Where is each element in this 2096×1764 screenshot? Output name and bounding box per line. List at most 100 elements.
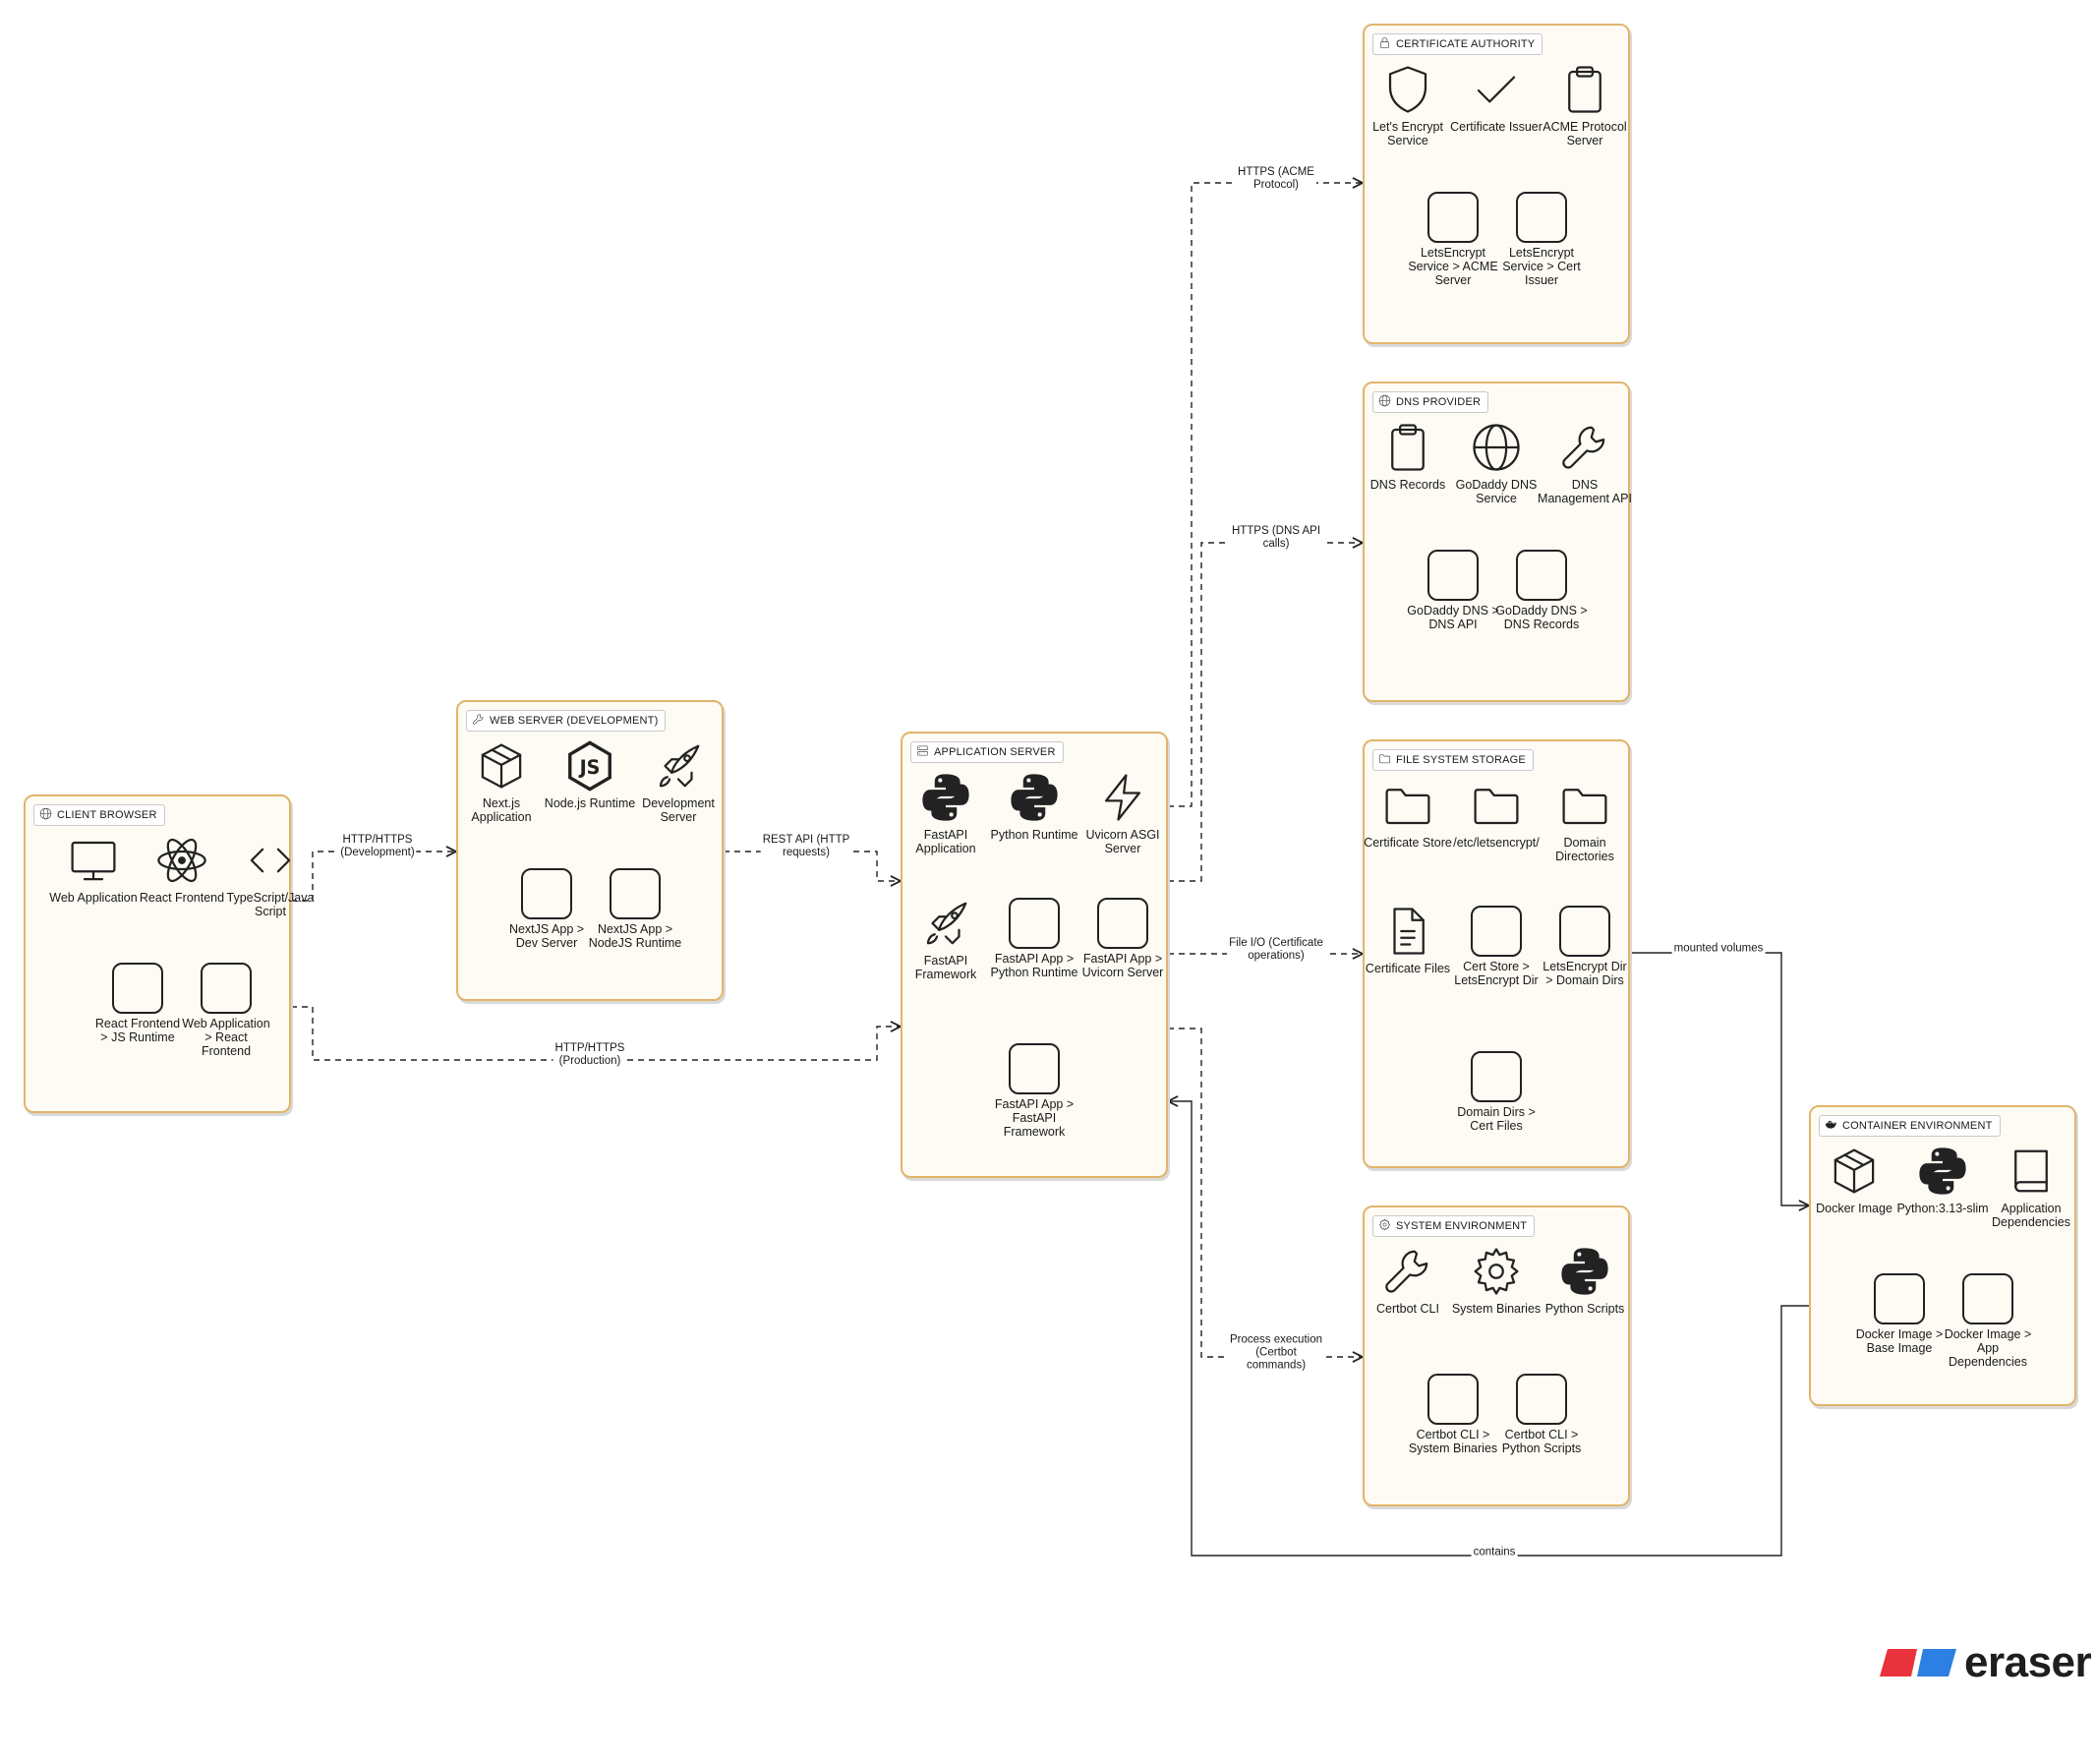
blank-box-icon xyxy=(1471,1051,1522,1102)
node-domain-directories[interactable]: Domain Directories xyxy=(1538,777,1632,863)
node-certificate-files[interactable]: Certificate Files xyxy=(1361,903,1455,975)
node-certbot-cli-system-binaries[interactable]: Certbot CLI > System Binaries xyxy=(1406,1371,1500,1455)
node-letsencrypt-service-cert-issuer[interactable]: LetsEncrypt Service > Cert Issuer xyxy=(1494,189,1589,287)
node-fastapi-app-uvicorn-server[interactable]: FastAPI App > Uvicorn Server xyxy=(1076,895,1170,979)
node-nextjs-app-dev-server[interactable]: NextJS App > Dev Server xyxy=(499,865,594,950)
group-title-text: DNS PROVIDER xyxy=(1396,396,1482,408)
gear-icon xyxy=(1378,1218,1391,1234)
globe-icon xyxy=(1378,394,1391,410)
clipboard-icon xyxy=(1556,61,1613,118)
node-godaddy-dns-service[interactable]: GoDaddy DNS Service xyxy=(1449,419,1543,505)
rocket-icon xyxy=(650,737,707,794)
node-uvicorn-asgi-server[interactable]: Uvicorn ASGI Server xyxy=(1076,769,1170,855)
node-dns-management-api[interactable]: DNS Management API xyxy=(1538,419,1632,505)
globe-icon xyxy=(39,807,52,823)
node-docker-image-base-image[interactable]: Docker Image > Base Image xyxy=(1852,1270,1947,1355)
node-domain-dirs-cert-files[interactable]: Domain Dirs > Cert Files xyxy=(1449,1048,1543,1133)
node-label: FastAPI App > FastAPI Framework xyxy=(994,1097,1075,1139)
node-etc-letsencrypt[interactable]: /etc/letsencrypt/ xyxy=(1449,777,1543,850)
node-python-runtime[interactable]: Python Runtime xyxy=(987,769,1081,842)
node-fastapi-framework[interactable]: FastAPI Framework xyxy=(899,895,993,981)
node-letsencrypt-dir-domain-dirs[interactable]: LetsEncrypt Dir > Domain Dirs xyxy=(1538,903,1632,987)
group-title-text: CONTAINER ENVIRONMENT xyxy=(1842,1120,1993,1132)
group-dns[interactable]: DNS PROVIDER DNS Records GoDaddy DNS Servi… xyxy=(1361,382,1632,702)
node-typescript-javascript[interactable]: TypeScript/JavaScript xyxy=(223,832,318,918)
edge-e5 xyxy=(1168,543,1363,882)
node-godaddy-dns-dns-api[interactable]: GoDaddy DNS > DNS API xyxy=(1406,547,1500,631)
wrench-icon xyxy=(1556,419,1613,476)
node-label: Python Scripts xyxy=(1544,1302,1625,1316)
node-docker-image-app-dependencies[interactable]: Docker Image > App Dependencies xyxy=(1941,1270,2035,1369)
node-label: FastAPI Application xyxy=(915,828,976,855)
eraser-logo-text: eraser xyxy=(1964,1638,2092,1686)
shield-icon xyxy=(1379,61,1436,118)
blank-box-icon xyxy=(1516,1374,1567,1425)
edge-label-e2: HTTP/HTTPS (Production) xyxy=(553,1042,627,1068)
globe-icon xyxy=(1468,419,1525,476)
edge-label-e3: REST API (HTTP requests) xyxy=(760,834,852,859)
node-label: DNS Management API xyxy=(1538,478,1632,505)
node-web-application-react-frontend[interactable]: Web Application > React Frontend xyxy=(179,960,273,1058)
node-react-frontend[interactable]: React Frontend xyxy=(135,832,229,905)
folder-icon xyxy=(1378,752,1391,768)
node-docker-image[interactable]: Docker Image xyxy=(1807,1143,1901,1215)
edge-label-e7: Process execution (Certbot commands) xyxy=(1228,1333,1324,1373)
node-certificate-issuer[interactable]: Certificate Issuer xyxy=(1449,61,1543,134)
group-webserver[interactable]: WEB SERVER (DEVELOPMENT) Next.js Applicat… xyxy=(456,700,724,1001)
node-next-js-application[interactable]: Next.js Application xyxy=(454,737,549,824)
group-title-webserver: WEB SERVER (DEVELOPMENT) xyxy=(466,710,667,732)
node-label: Python Runtime xyxy=(990,828,1078,842)
node-fastapi-app-python-runtime[interactable]: FastAPI App > Python Runtime xyxy=(987,895,1081,979)
node-label: Node.js Runtime xyxy=(544,796,636,810)
python-icon xyxy=(1006,769,1063,826)
node-cert-store-letsencrypt-dir[interactable]: Cert Store > LetsEncrypt Dir xyxy=(1449,903,1543,987)
node-acme-protocol-server[interactable]: ACME Protocol Server xyxy=(1538,61,1632,147)
blank-box-icon xyxy=(201,963,252,1014)
file-icon xyxy=(1379,903,1436,960)
node-node-js-runtime[interactable]: JS Node.js Runtime xyxy=(543,737,637,810)
node-label: Domain Dirs > Cert Files xyxy=(1457,1105,1536,1133)
node-dns-records[interactable]: DNS Records xyxy=(1361,419,1455,492)
edge-label-e5: HTTPS (DNS API calls) xyxy=(1229,525,1323,551)
folder-icon xyxy=(1379,777,1436,834)
node-python-scripts[interactable]: Python Scripts xyxy=(1538,1243,1632,1316)
svg-text:JS: JS xyxy=(578,756,601,779)
node-nextjs-app-nodejs-runtime[interactable]: NextJS App > NodeJS Runtime xyxy=(588,865,682,950)
node-label: System Binaries xyxy=(1451,1302,1542,1316)
check-icon xyxy=(1468,61,1525,118)
blank-box-icon xyxy=(610,868,661,919)
python-icon xyxy=(1914,1143,1971,1200)
node-let-s-encrypt-service[interactable]: Let's Encrypt Service xyxy=(1361,61,1455,147)
node-label: Certbot CLI xyxy=(1376,1302,1439,1316)
python-icon xyxy=(917,769,974,826)
node-python-3-13-slim[interactable]: Python:3.13-slim xyxy=(1895,1143,1990,1215)
node-web-application[interactable]: Web Application xyxy=(46,832,141,905)
blank-box-icon xyxy=(521,868,572,919)
node-label: Docker Image > Base Image xyxy=(1855,1327,1944,1355)
node-label: GoDaddy DNS > DNS Records xyxy=(1495,604,1588,631)
node-development-server[interactable]: Development Server xyxy=(631,737,726,824)
node-label: GoDaddy DNS Service xyxy=(1455,478,1538,505)
node-godaddy-dns-dns-records[interactable]: GoDaddy DNS > DNS Records xyxy=(1494,547,1589,631)
node-application-dependencies[interactable]: Application Dependencies xyxy=(1984,1143,2078,1229)
package-icon xyxy=(473,737,530,794)
node-label: NextJS App > NodeJS Runtime xyxy=(588,922,682,950)
node-fastapi-app-fastapi-framework[interactable]: FastAPI App > FastAPI Framework xyxy=(987,1040,1081,1139)
node-certbot-cli-python-scripts[interactable]: Certbot CLI > Python Scripts xyxy=(1494,1371,1589,1455)
node-react-frontend-js-runtime[interactable]: React Frontend > JS Runtime xyxy=(90,960,185,1044)
node-system-binaries[interactable]: System Binaries xyxy=(1449,1243,1543,1316)
group-title-ca: CERTIFICATE AUTHORITY xyxy=(1372,33,1543,55)
group-ca[interactable]: CERTIFICATE AUTHORITY Let's Encrypt Servi… xyxy=(1363,24,1630,344)
gear-icon xyxy=(1468,1243,1525,1300)
node-label: Uvicorn ASGI Server xyxy=(1085,828,1160,855)
node-label: DNS Records xyxy=(1369,478,1446,492)
node-certbot-cli[interactable]: Certbot CLI xyxy=(1361,1243,1455,1316)
node-letsencrypt-service-acme-server[interactable]: LetsEncrypt Service > ACME Server xyxy=(1406,189,1500,287)
node-certificate-store[interactable]: Certificate Store xyxy=(1361,777,1455,850)
node-fastapi-application[interactable]: FastAPI Application xyxy=(899,769,993,855)
